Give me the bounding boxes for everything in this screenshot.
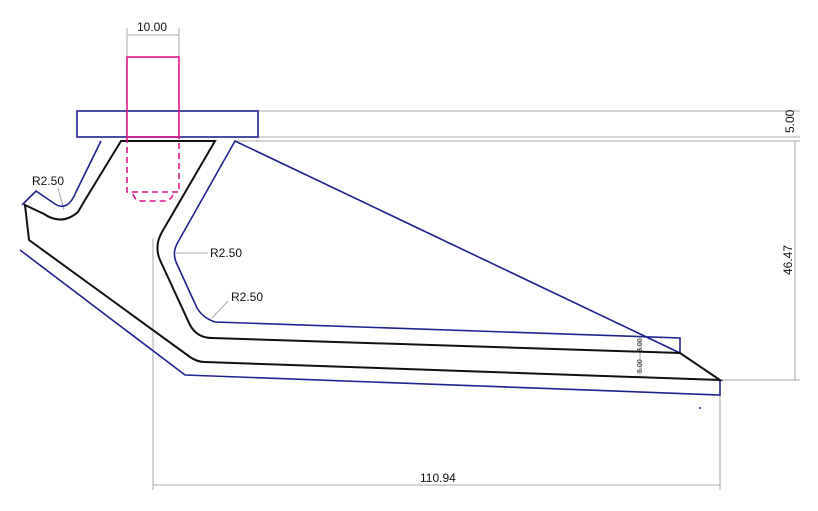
dimension-lines [57, 28, 800, 490]
dim-width-top: 10.00 [137, 20, 167, 34]
insert-pin [126, 56, 180, 202]
top-plate [76, 110, 259, 138]
dim-radius-3: R2.50 [231, 290, 263, 304]
dim-radius-2: R2.50 [210, 246, 242, 260]
dim-small-gap-2: 3.00 [637, 338, 644, 352]
dim-height: 46.47 [781, 245, 795, 275]
dim-length: 110.94 [420, 471, 456, 485]
dim-small-gap-1: 5.00 [637, 359, 644, 373]
outer-profile [19, 139, 721, 396]
point-marker [699, 407, 701, 409]
dim-radius-1: R2.50 [32, 174, 64, 188]
dim-plate-thickness: 5.00 [783, 109, 797, 133]
profile [23, 140, 724, 382]
